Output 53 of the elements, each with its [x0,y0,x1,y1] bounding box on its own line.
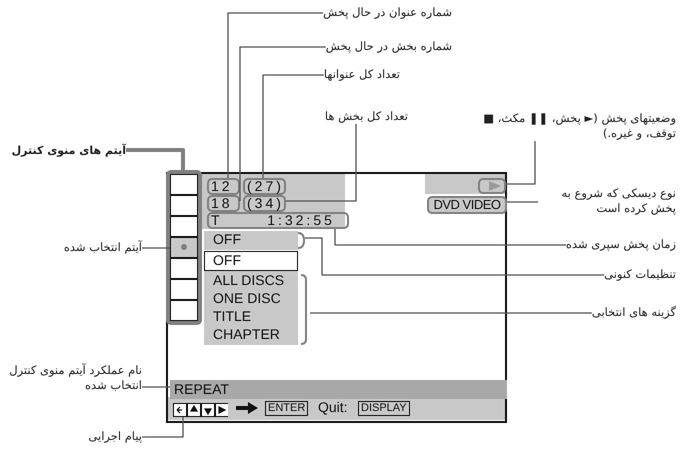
menu-item-slot [170,258,198,279]
function-name-bar: REPEAT [170,380,507,399]
key-label: ENTER [265,401,308,416]
callout-text: شماره بخش در حال پخش [326,39,452,54]
leader-line [310,312,592,314]
heading-text: آیتم های منوی کنترل [12,143,126,158]
menu-item-slot [170,174,198,195]
option-text: CHAPTER [213,326,280,342]
leader-line [262,74,324,178]
leader-line [142,417,184,438]
callout-text: وضعیتهای پخش (► پخش، ❚❚ مکث، ■ توقف، و غیره.) [476,111,676,141]
leader-line [507,201,538,203]
callout-text: شماره عنوان در حال پخش [323,5,452,20]
callout-text: آیتم انتخاب شده [64,240,142,255]
menu-item-slot [170,300,198,321]
callout-text: نام عملکرد آیتم منوی کنترل انتخاب شده [2,363,142,393]
leader-line [142,386,170,388]
counter-display: 18 [207,195,240,212]
menu-item-slot [170,195,198,216]
on-screen-display [166,172,507,423]
callout-text: تعداد کل عنوانها [324,67,400,82]
menu-icon-column [166,170,202,325]
counter-display: (27) [243,178,286,195]
leader-line [334,229,566,246]
disc-type-display: DVD VIDEO [427,196,507,214]
callout-text: نوع دیسکی که شروع به پخش کرده است [538,186,676,216]
leader-line [227,12,324,178]
leader-line [142,247,170,249]
arrow-keys-icon [173,403,228,417]
option-text: TITLE [213,308,252,324]
menu-item-slot [170,279,198,300]
menu-item-slot [170,216,198,237]
option-text: ALL DISCS [213,272,284,288]
callout-text: گزینه های انتخابی [592,305,676,320]
callout-text: پیام اجرایی [88,429,142,444]
counter-display: (34) [243,195,286,212]
current-setting-text: OFF [204,231,298,250]
highlighted-option: OFF [204,251,298,271]
leader-line [126,148,185,170]
callout-text: تنظیمات کنونی [604,267,676,282]
key-label: DISPLAY [358,401,410,416]
leader-line [286,124,357,202]
callout-text: تعداد کل بخش ها [324,109,408,124]
menu-item-slot [170,237,198,258]
leader-line [239,46,326,202]
callout-text: زمان پخش سپری شده [566,237,676,252]
counter-display: 12 [207,178,240,195]
option-text: ONE DISC [213,290,281,306]
message-text: Quit: [318,400,348,415]
elapsed-time-display: T 1:32:55 [207,212,349,229]
leader-line [506,141,536,185]
status-indicator [478,178,506,194]
leader-line [305,237,604,276]
